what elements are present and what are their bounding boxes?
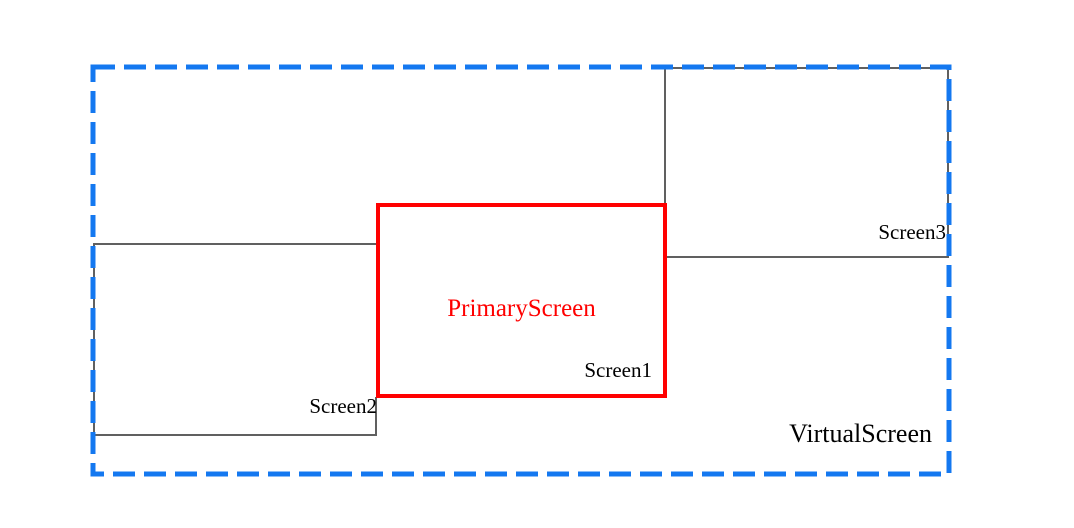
virtual-screen-label: VirtualScreen [789,419,932,448]
screen3-label: Screen3 [878,220,946,244]
virtual-screen-rect[interactable] [90,64,952,477]
primary-screen-rect[interactable] [376,203,667,398]
screen2-label: Screen2 [309,394,377,418]
screen1-label: Screen1 [584,358,652,382]
primary-screen-label: PrimaryScreen [447,295,596,322]
